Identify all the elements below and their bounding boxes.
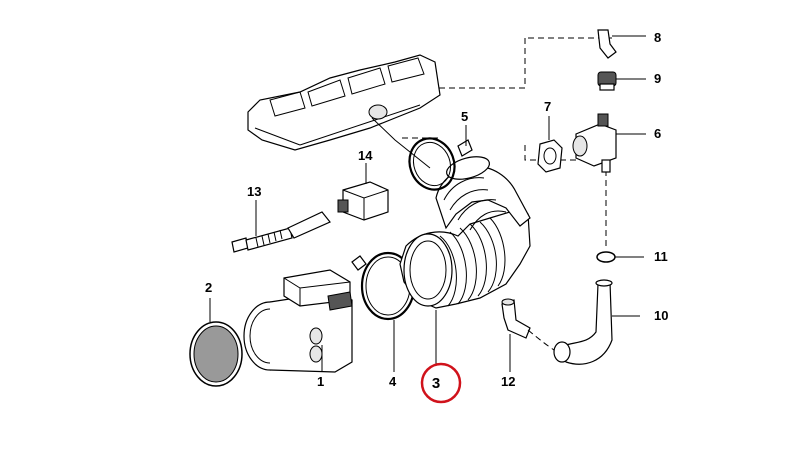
callout-7: 7 [544,99,551,114]
callout-4: 4 [389,374,397,389]
callout-14: 14 [358,148,373,163]
part-9-cap: 9 [597,71,661,91]
part-3-intake-boot: 3 [399,156,531,404]
callout-5: 5 [461,109,468,124]
callout-13: 13 [247,184,261,199]
callout-1: 1 [317,374,324,389]
part-2-mesh-filter: 2 [189,280,243,387]
callout-12: 12 [501,374,515,389]
intake-manifold [247,54,441,169]
part-11-small-clamp: 11 [596,168,668,264]
part-14-idle-valve: 14 [337,148,389,221]
part-1-air-mass-meter: 1 [243,269,353,389]
callout-11: 11 [654,249,668,264]
part-13-bolt: 13 [231,184,331,253]
part-6-valve: 6 [572,113,661,173]
part-12-elbow: 12 [501,298,531,389]
part-10-hose: 10 [527,279,668,365]
part-5-hose-clamp: 5 [408,109,473,191]
callout-2: 2 [205,280,212,295]
callout-6: 6 [654,126,661,141]
highlight-circle [420,362,462,404]
callout-3: 3 [432,375,440,392]
callout-10: 10 [654,308,668,323]
callout-9: 9 [654,71,661,86]
part-7-gasket: 7 [537,99,563,173]
part-8-hose-end: 8 [597,29,661,59]
callout-8: 8 [654,30,661,45]
